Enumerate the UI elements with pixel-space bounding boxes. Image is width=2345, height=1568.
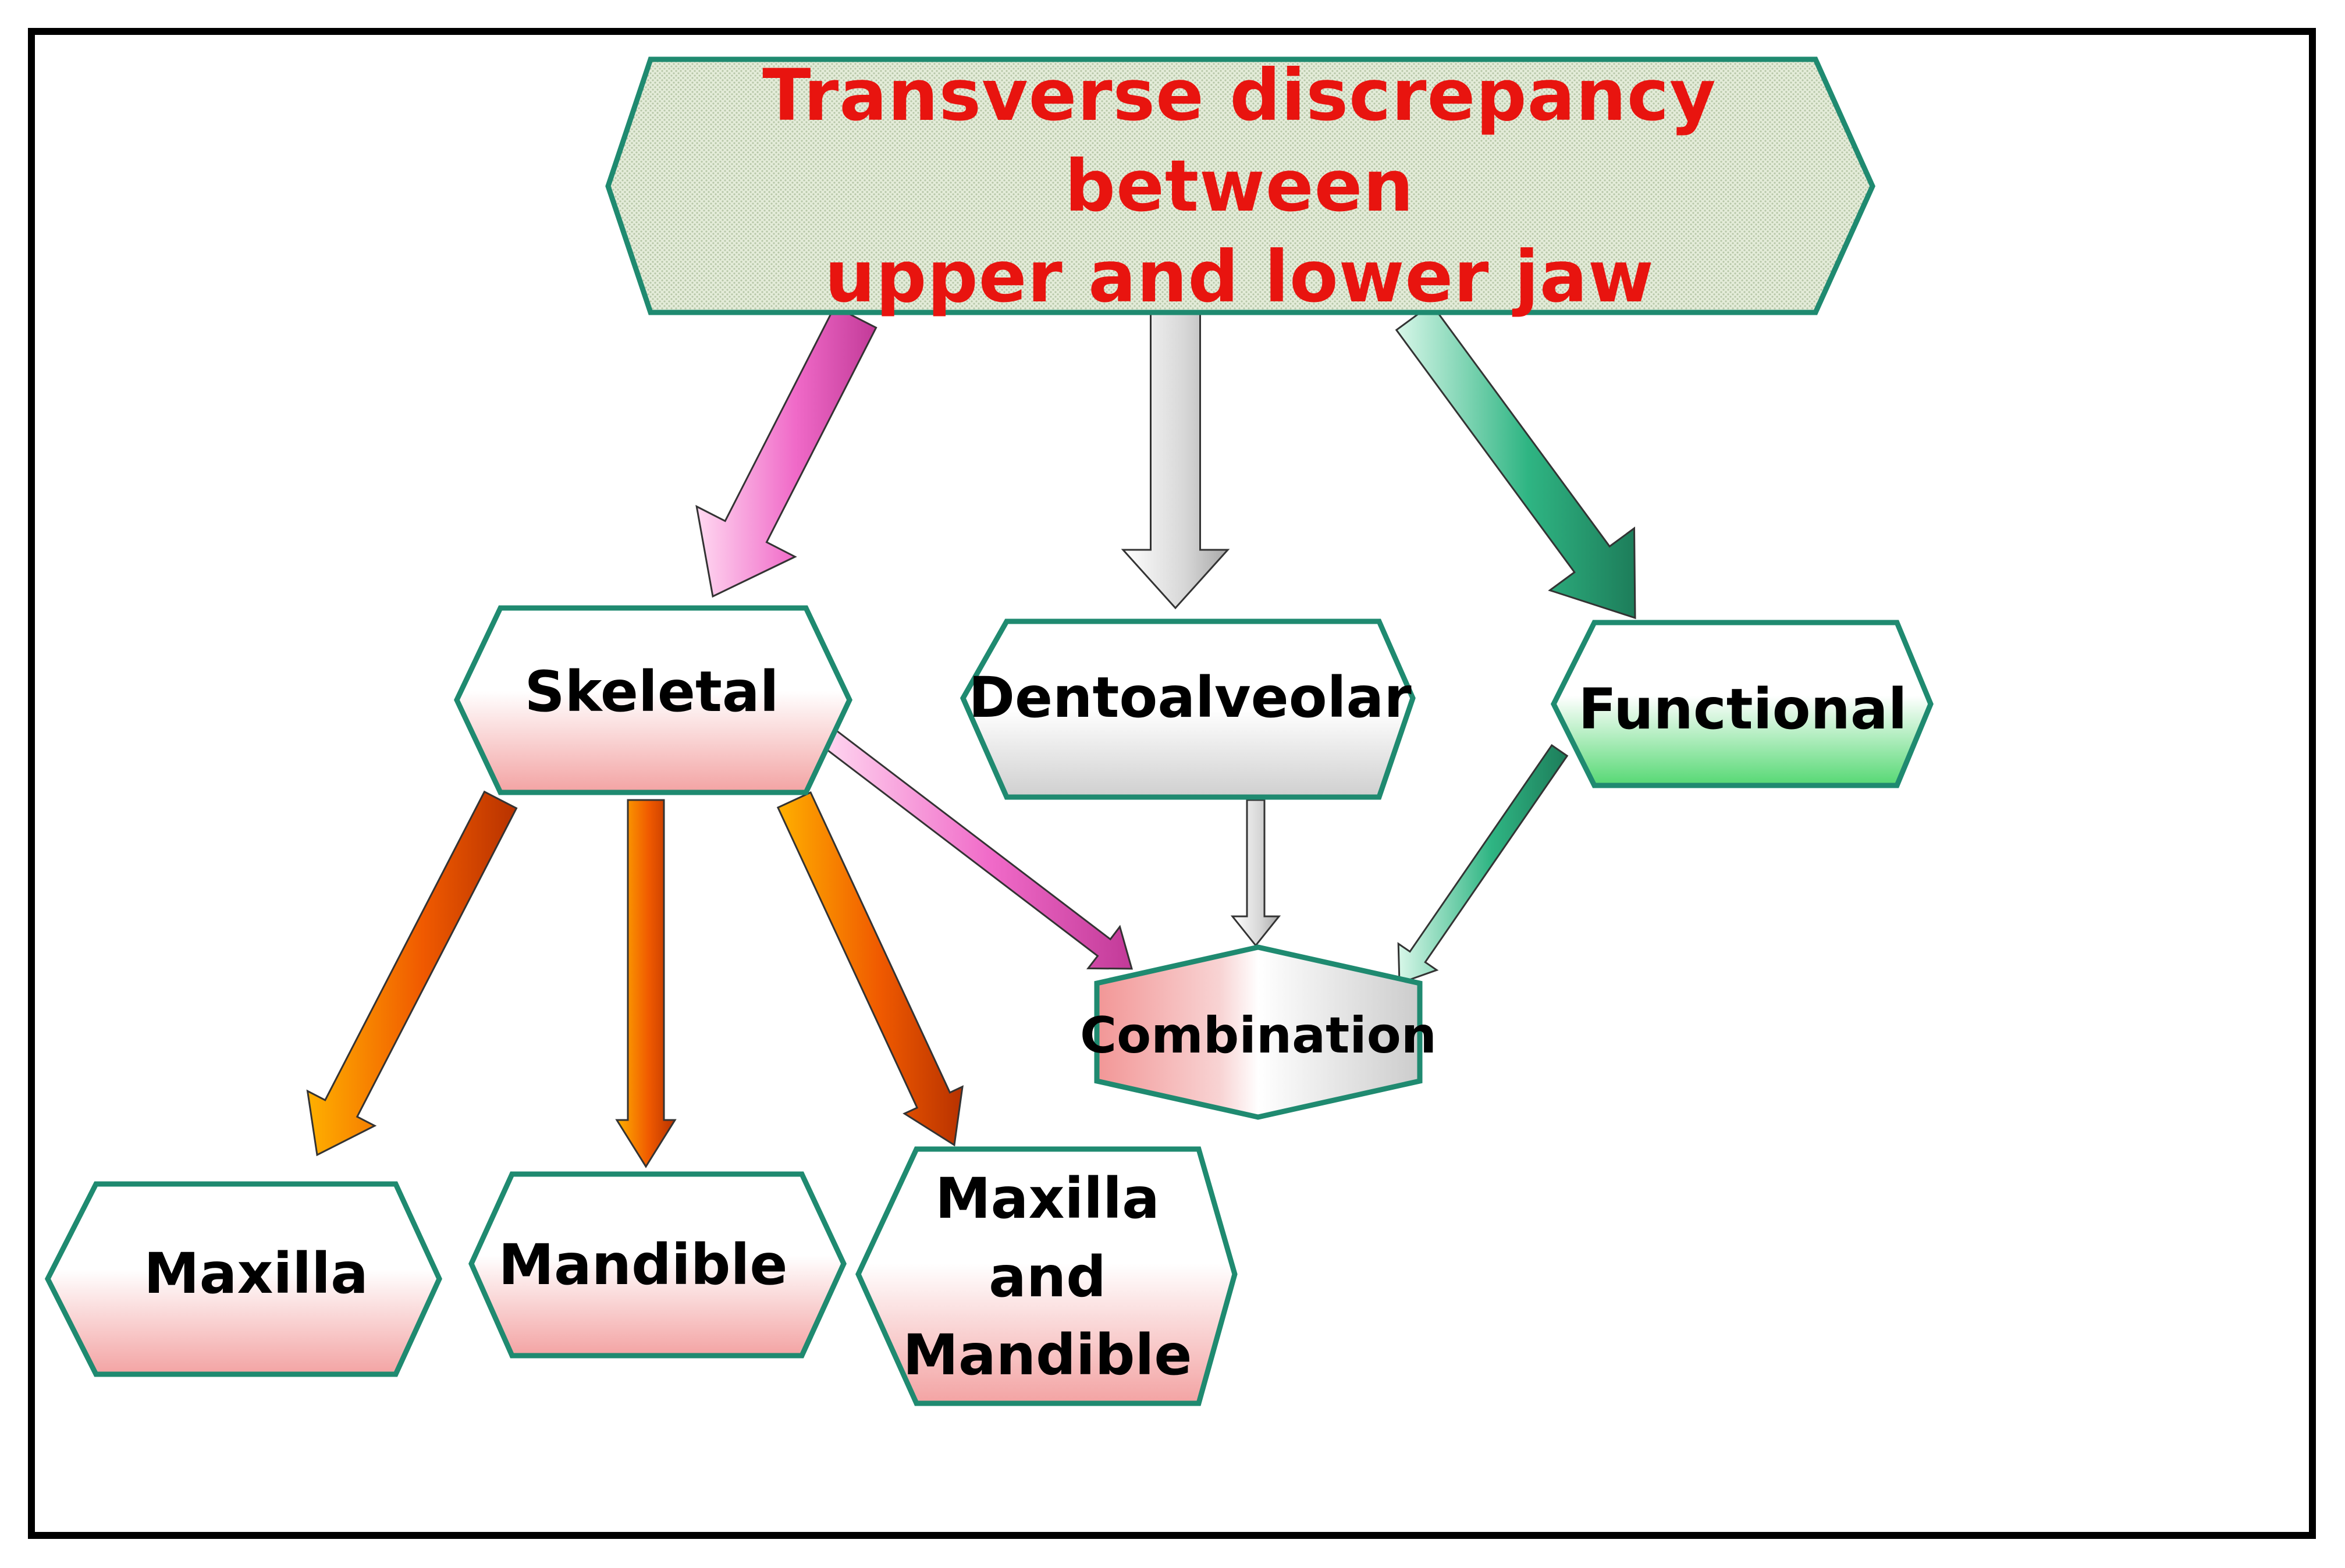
title-line-1: Transverse discrepancy between xyxy=(762,54,1717,227)
arrow-skeletal-to-maxilla xyxy=(306,790,518,1157)
maxilla-and-mandible-line-3: Mandible xyxy=(903,1322,1192,1388)
mandible-node xyxy=(468,1171,847,1359)
maxilla-and-mandible-label: Maxilla and Mandible xyxy=(873,1152,1222,1402)
arrow-title-to-dentoalveolar xyxy=(1121,313,1230,610)
combination-node xyxy=(1094,944,1423,1120)
arrow-skeletal-to-mandible xyxy=(615,799,677,1168)
arrows-layer xyxy=(306,303,1636,1168)
functional-node xyxy=(1550,620,1934,788)
arrow-title-to-functional xyxy=(1395,303,1636,620)
skeletal-node xyxy=(454,605,852,795)
maxilla-and-mandible-line-1: Maxilla xyxy=(935,1166,1160,1232)
combination-label: Combination xyxy=(1080,1006,1437,1065)
arrow-functional-to-combination xyxy=(1397,744,1569,985)
arrow-skeletal-to-maxilla-and-mandible xyxy=(776,791,964,1147)
title-label: Transverse discrepancy between upper and… xyxy=(640,54,1839,318)
title-node xyxy=(605,56,1875,315)
maxilla-and-mandible-line-2: and xyxy=(989,1244,1106,1310)
skeletal-label: Skeletal xyxy=(524,659,779,725)
dentoalveolar-node xyxy=(960,618,1416,800)
functional-label: Functional xyxy=(1578,677,1907,742)
dentoalveolar-label: Dentoalveolar xyxy=(968,665,1412,731)
arrow-skeletal-to-combination xyxy=(818,726,1133,970)
maxilla-label: Maxilla xyxy=(144,1241,368,1307)
arrow-title-to-skeletal xyxy=(695,305,877,598)
maxilla-and-mandible-node xyxy=(855,1146,1238,1406)
mandible-label: Mandible xyxy=(498,1232,788,1298)
arrow-dentoalveolar-to-combination xyxy=(1230,799,1281,947)
diagram-frame xyxy=(28,28,2316,1539)
maxilla-node xyxy=(44,1181,442,1377)
title-line-2: upper and lower jaw xyxy=(825,236,1654,319)
